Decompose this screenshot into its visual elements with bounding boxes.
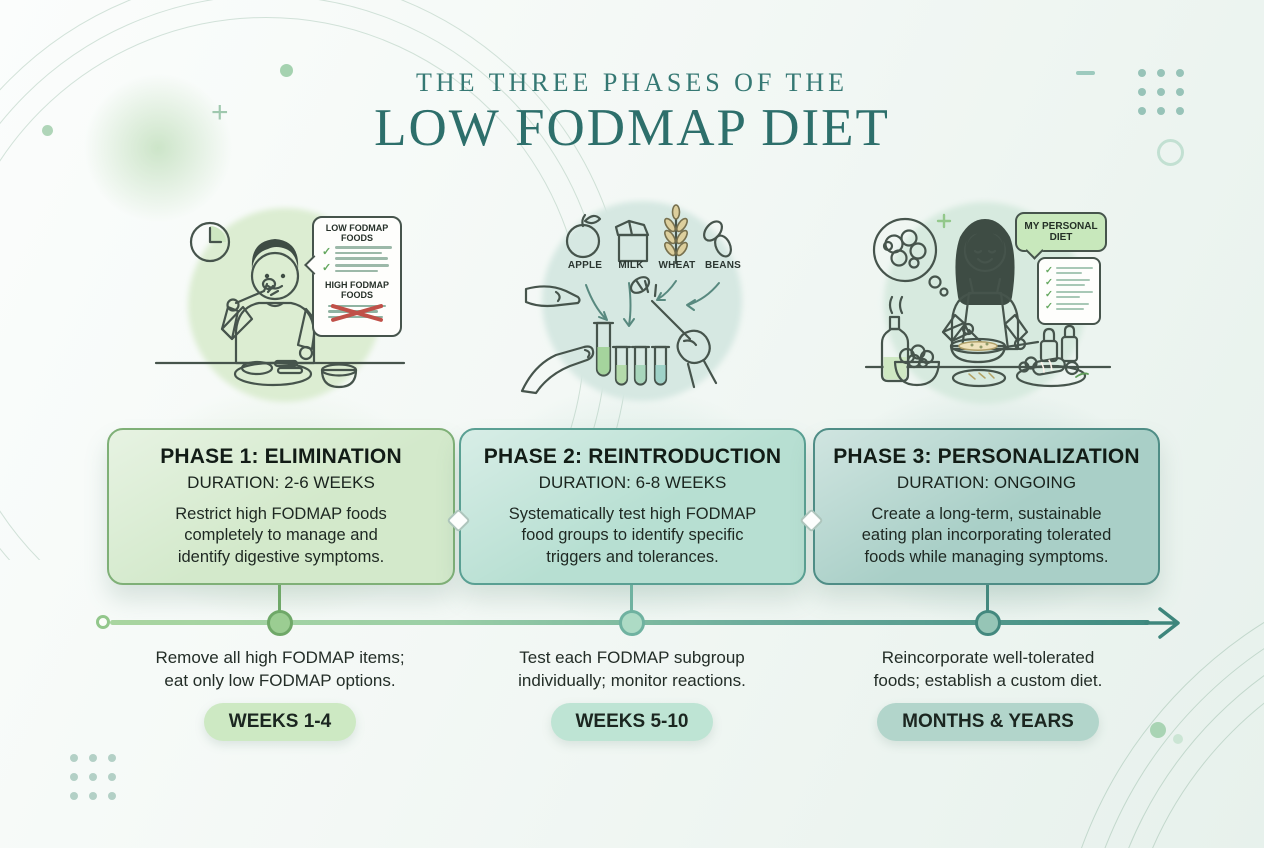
dot-decoration [1173,734,1183,744]
timeline-connector [630,585,633,612]
phase-1-description: Restrict high FODMAP foods completely to… [175,505,387,566]
fork-icon [234,277,280,305]
phase-3-badge-wrap: MONTHS & YEARS [808,703,1168,741]
bowl-of-food [320,363,358,389]
title-kicker: THE THREE PHASES OF THE [416,68,848,97]
illustration-reintroduction: APPLE MILK WHEAT BEANS [492,197,772,409]
phase-2-badge: WEEKS 5-10 [550,703,714,741]
phase-2-badge-wrap: WEEKS 5-10 [452,703,812,741]
check-icon: ✓ [322,246,332,259]
dinner-plate [1015,356,1089,388]
check-icon: ✓ [1045,300,1053,312]
milk-icon [614,219,650,263]
apple-label: APPLE [567,260,603,271]
check-icon: ✓ [1045,288,1053,300]
bread [951,368,1007,388]
arrows-to-tubes [585,280,720,327]
checklist-row: ✓ [322,246,394,260]
test-tubes [592,321,671,386]
timeline-dot-phase-1 [267,610,293,636]
phase-3-badge: MONTHS & YEARS [877,703,1099,741]
phase-1-duration: DURATION: 2-6 WEEKS [187,473,375,492]
phase-3-description: Create a long-term, sustainable eating p… [861,505,1112,566]
checklist-row: ✓ [322,261,394,274]
dot-decoration [42,125,53,136]
phase-1-note: Remove all high FODMAP items;eat only lo… [155,648,405,690]
check-icon: ✓ [322,261,332,274]
dot-grid-decoration [1138,69,1184,115]
timeline-dot-phase-3 [975,610,1001,636]
timeline-connector [986,585,989,612]
phase-2-heading: PHASE 2: REINTRODUCTION [483,445,782,468]
wheat-icon [664,204,688,265]
personal-diet-bubble: MY PERSONAL DIET [1015,212,1107,252]
fork-with-food-hand [629,276,718,389]
plate-of-food [233,359,313,387]
milk-label: MILK [618,260,644,271]
illustration-personalization: MY PERSONAL DIET ✓ ✓ ✓ ✓ [848,197,1128,409]
beans-icon [703,220,732,258]
crossed-out-list [328,303,386,322]
green-blob-decoration [83,73,233,223]
checklist-row: ✓ [1045,276,1093,288]
diet-checklist: ✓ ✓ ✓ ✓ [1037,257,1101,325]
checklist-row: ✓ [1045,264,1093,276]
phase-1-heading: PHASE 1: ELIMINATION [160,445,402,468]
salad-thought-bubble [872,217,949,297]
plus-icon: + [211,96,229,129]
sparkle-icon [936,213,952,229]
phase-2-duration: DURATION: 6-8 WEEKS [538,473,727,492]
phase-3-heading: PHASE 3: PERSONALIZATION [833,445,1140,468]
checklist-row: ✓ [1045,300,1093,312]
dot-decoration [280,64,293,77]
timeline-start-circle [96,615,110,629]
high-fodmap-label: HIGH FODMAP FOODS [325,279,389,300]
holding-hand [520,345,595,395]
check-icon: ✓ [1045,264,1053,276]
phase-3-card: PHASE 3: PERSONALIZATION DURATION: ONGOI… [813,428,1160,585]
ring-icon [1157,139,1184,166]
clock-icon [189,221,231,263]
frying-pan [949,337,1040,364]
phase-1-badge-wrap: WEEKS 1-4 [100,703,460,741]
dot-decoration [1150,722,1166,738]
timeline-connector [278,585,281,612]
phase-1-badge: WEEKS 1-4 [203,703,357,741]
phase-2-description: Systematically test high FODMAP food gro… [508,505,757,566]
low-fodmap-label: LOW FODMAP FOODS [325,223,389,244]
food-list-board: LOW FODMAP FOODS ✓ ✓ HIGH FODMAP FOODS [312,216,402,337]
wheat-label: WHEAT [658,260,696,271]
illustration-elimination: LOW FODMAP FOODS ✓ ✓ HIGH FODMAP FOODS [140,197,420,409]
dot-grid-decoration [70,754,116,800]
checklist-row: ✓ [1045,288,1093,300]
apple-icon [565,213,602,259]
phase-2-card: PHASE 2: REINTRODUCTION DURATION: 6-8 WE… [459,428,806,585]
timeline-arrow-icon [1144,607,1180,639]
check-icon: ✓ [1045,276,1053,288]
phase-3-duration: DURATION: ONGOING [896,473,1077,492]
page-title: LOW FODMAP DIET [374,99,890,157]
pointing-hand [524,285,581,308]
timeline-dot-phase-2 [619,610,645,636]
phase-1-card: PHASE 1: ELIMINATION DURATION: 2-6 WEEKS… [107,428,455,585]
minus-icon [1076,71,1095,75]
salad-bowl [893,344,941,387]
beans-label: BEANS [704,260,742,271]
